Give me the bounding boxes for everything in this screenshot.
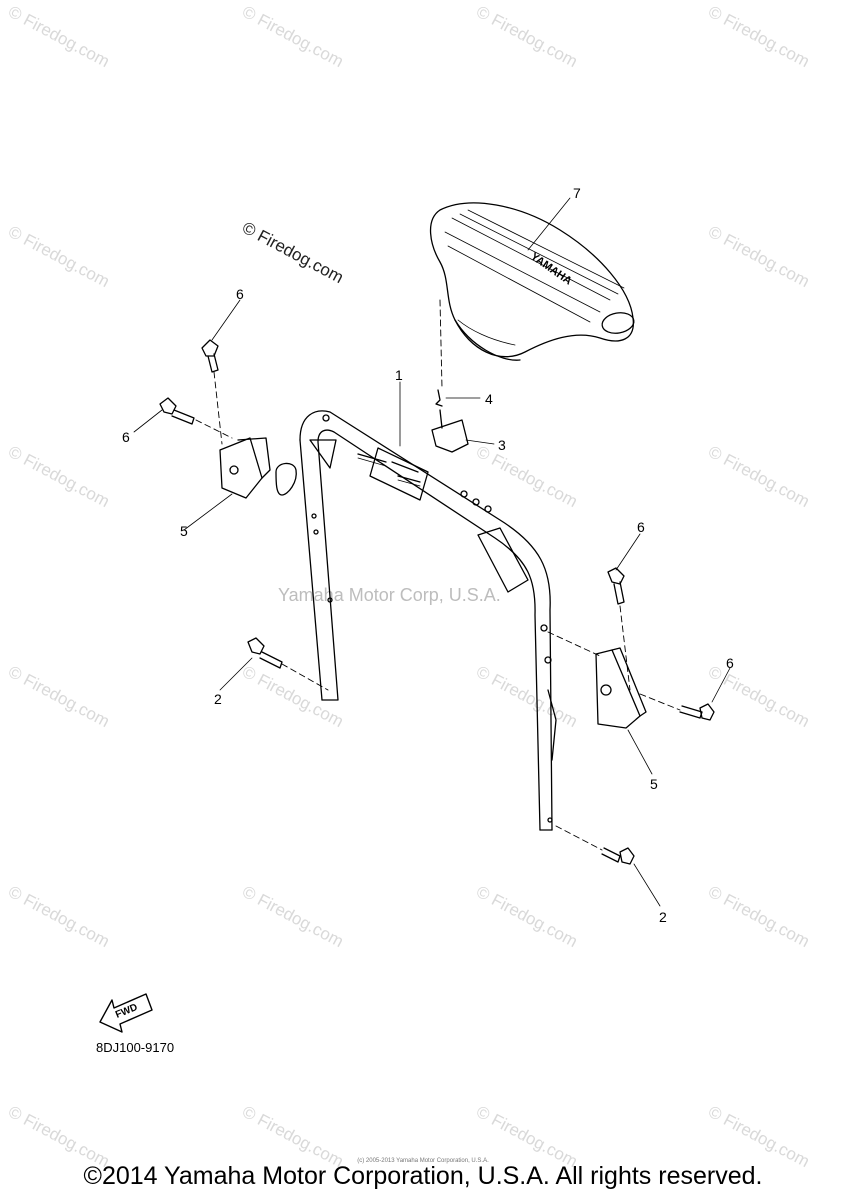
assembly-lines — [195, 371, 681, 851]
seat-pad — [429, 202, 635, 361]
fine-print: (c) 2005-2013 Yamaha Motor Corporation, … — [357, 1158, 489, 1164]
bracket-right — [595, 647, 647, 729]
center-watermark: Yamaha Motor Corp, U.S.A. — [278, 585, 501, 605]
copyright-notice: ©2014 Yamaha Motor Corporation, U.S.A. A… — [83, 1162, 763, 1190]
handle-frame — [299, 410, 557, 831]
fwd-arrow-icon — [99, 993, 153, 1033]
callout-4: 4 — [485, 391, 493, 407]
bolts — [159, 339, 715, 865]
callout-1: 1 — [395, 367, 403, 383]
leader-lines — [133, 197, 731, 907]
bracket-left — [219, 437, 297, 499]
drawing-code: 8DJ100-9170 — [96, 1040, 175, 1055]
callout-6-right: 6 — [637, 519, 645, 535]
callout-6-far-right: 6 — [726, 655, 734, 671]
seat-logo-text: YAMAHA — [528, 251, 574, 288]
callout-6-top: 6 — [236, 286, 244, 302]
clip-and-bracket — [431, 299, 469, 453]
callout-2-right: 2 — [659, 909, 667, 925]
callout-5-right: 5 — [650, 776, 658, 792]
callout-7: 7 — [573, 185, 581, 201]
callout-3: 3 — [498, 437, 506, 453]
callout-2-left: 2 — [214, 691, 222, 707]
callout-6-left: 6 — [122, 429, 130, 445]
callout-5-left: 5 — [180, 523, 188, 539]
